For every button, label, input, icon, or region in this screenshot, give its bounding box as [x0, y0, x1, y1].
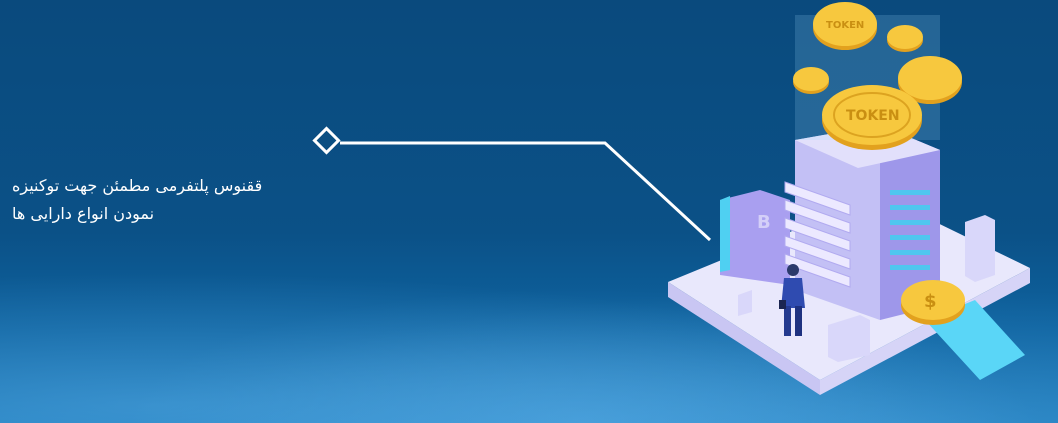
dollar-coin-icon: $: [901, 280, 1025, 380]
tagline: ققنوس پلتفرمی مطمئن جهت توکنیزه نمودن ان…: [12, 172, 372, 228]
side-block: B: [720, 190, 790, 285]
tagline-line-2: نمودن انواع دارایی ها: [12, 204, 155, 223]
token-coin-small-icon: [887, 25, 923, 52]
token-coin-icon: TOKEN: [813, 2, 877, 50]
diamond-marker-icon: [312, 126, 341, 155]
svg-text:$: $: [924, 291, 937, 312]
token-coin-right-icon: [898, 56, 962, 104]
businessman-icon: [779, 264, 805, 336]
svg-text:TOKEN: TOKEN: [846, 108, 900, 124]
bitcoin-icon: B: [757, 212, 771, 233]
svg-text:TOKEN: TOKEN: [826, 20, 864, 31]
tagline-line-1: ققنوس پلتفرمی مطمئن جهت توکنیزه: [12, 176, 263, 195]
small-blocks: [738, 215, 995, 362]
token-coin-large-icon: TOKEN: [822, 85, 922, 150]
svg-text:B: B: [757, 212, 771, 233]
token-coin-left-icon: [793, 67, 829, 94]
